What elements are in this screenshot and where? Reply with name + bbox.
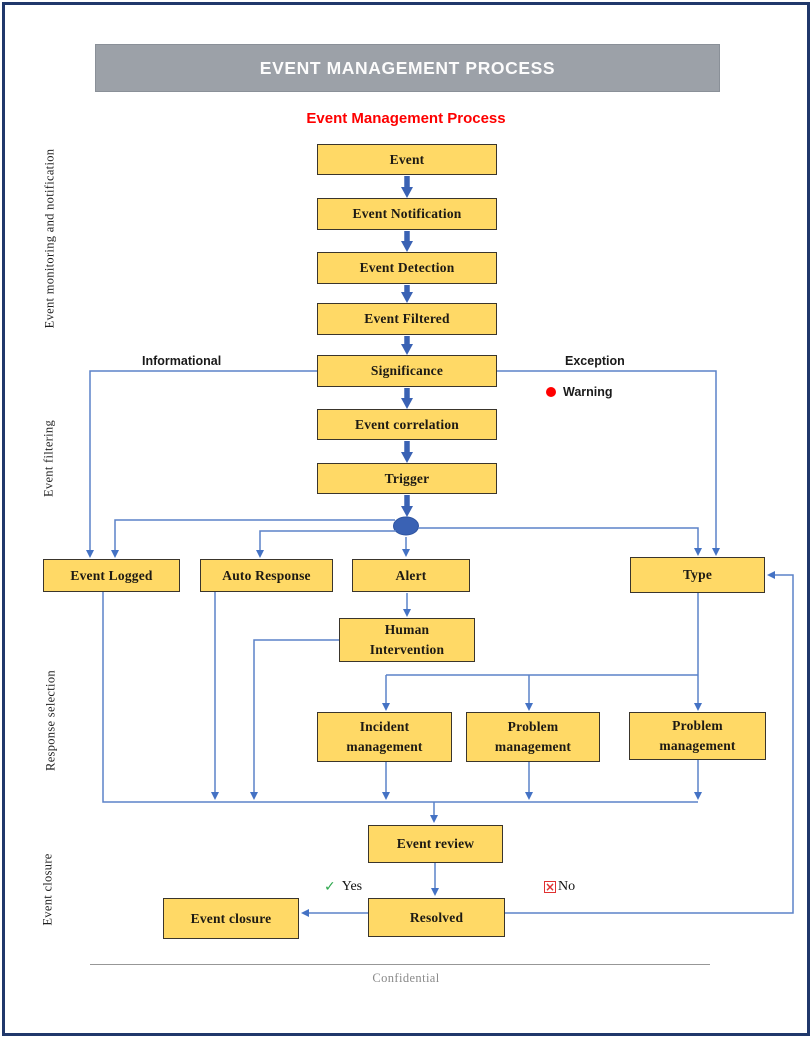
flow-node-event-filtered: Event Filtered (317, 303, 497, 335)
flow-node-event: Event (317, 144, 497, 175)
connector-junction-to-type (418, 527, 702, 556)
flow-node-event-review: Event review (368, 825, 503, 863)
flow-node-trigger: Trigger (317, 463, 497, 494)
label-exception: Exception (565, 354, 625, 368)
connector-informational-to-event-logged (86, 370, 317, 558)
footer-divider (90, 964, 710, 965)
warning-legend: Warning (546, 385, 613, 399)
label-yes: Yes (341, 879, 363, 894)
flow-node-incident-management: Incident management (317, 712, 452, 762)
flow-node-alert: Alert (352, 559, 470, 592)
page-title: EVENT MANAGEMENT PROCESS (259, 57, 556, 78)
warning-dot-icon (546, 387, 556, 397)
connector-junction-to-event-logged (111, 519, 395, 558)
flow-node-event-detection: Event Detection (317, 252, 497, 284)
yes-decision-label: ✓ Yes (324, 879, 362, 895)
label-informational: Informational (142, 354, 222, 368)
flow-node-type: Type (630, 557, 765, 593)
flow-node-significance: Significance (317, 355, 497, 387)
connector-exception-to-type (497, 370, 720, 556)
flow-node-event-correlation: Event correlation (317, 409, 497, 440)
flow-node-human-intervention: Human Intervention (339, 618, 475, 662)
flow-node-auto-response: Auto Response (200, 559, 333, 592)
flow-node-problem-management-1: Problem management (466, 712, 600, 762)
page-title-banner: EVENT MANAGEMENT PROCESS (95, 44, 720, 92)
label-no: No (558, 879, 576, 894)
thin-connectors (86, 370, 794, 917)
flow-node-event-notification: Event Notification (317, 198, 497, 230)
yes-check-icon: ✓ (324, 879, 336, 895)
footer-confidential: Confidential (372, 971, 440, 985)
flow-node-event-closure: Event closure (163, 898, 299, 939)
no-cross-icon: × (544, 880, 556, 894)
connector-junction-to-auto-response (256, 530, 396, 558)
label-warning: Warning (563, 385, 613, 399)
flow-node-problem-management-2: Problem management (629, 712, 766, 760)
no-decision-label: × No (544, 879, 575, 895)
connector-collector-line (102, 592, 698, 803)
junction-ellipse (393, 516, 419, 536)
flow-node-resolved: Resolved (368, 898, 505, 937)
connector-no-feedback-to-type (505, 571, 794, 914)
connector-human-intervention-loop (250, 639, 339, 800)
diagram-subtitle: Event Management Process (306, 110, 506, 127)
flow-node-event-logged: Event Logged (43, 559, 180, 592)
